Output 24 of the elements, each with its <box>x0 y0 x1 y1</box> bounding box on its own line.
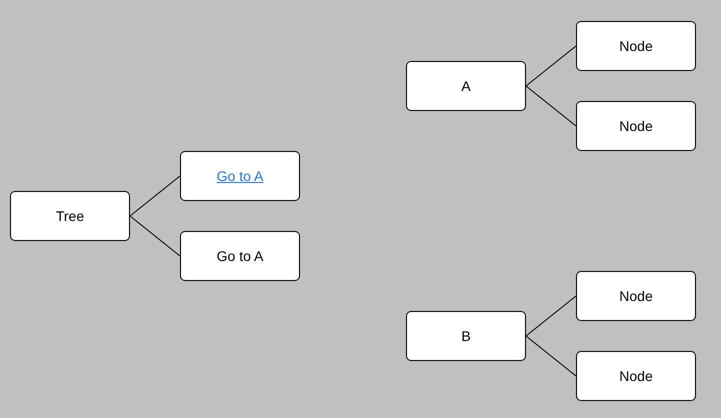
node-label: Node <box>619 118 653 134</box>
link: Go to A <box>216 168 264 184</box>
node-label: Node <box>619 368 653 384</box>
connector-line <box>130 176 180 216</box>
connector-line <box>526 296 576 336</box>
connector-line <box>526 86 576 126</box>
tree-node-box <box>576 21 696 71</box>
connector-line <box>526 46 576 86</box>
connector-line <box>130 216 180 256</box>
node-label: B <box>461 328 471 344</box>
tree-node-box <box>406 61 526 111</box>
tree-node-box <box>576 351 696 401</box>
node-label: Node <box>619 38 653 54</box>
tree-node-box <box>406 311 526 361</box>
tree-node-box <box>180 151 300 201</box>
node-label: Go to A <box>216 248 264 264</box>
tree-node-box <box>10 191 130 241</box>
node-label: Node <box>619 288 653 304</box>
tree-node-box <box>180 231 300 281</box>
connector-line <box>526 336 576 376</box>
node-label: Tree <box>56 208 84 224</box>
tree-node-box <box>576 271 696 321</box>
tree-node-box <box>576 101 696 151</box>
node-label: A <box>461 78 471 94</box>
